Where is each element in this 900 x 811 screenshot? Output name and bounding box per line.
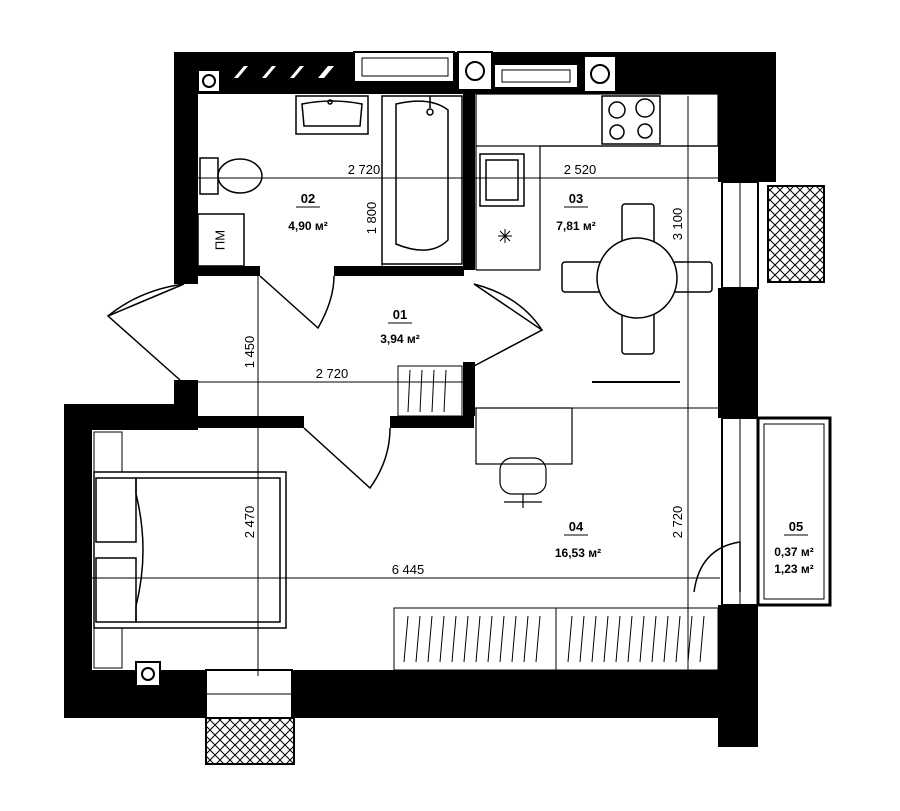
right-windows <box>205 181 759 719</box>
ac-platform-bottom <box>205 717 295 765</box>
dim-kitchen-width: 2 520 <box>564 162 597 177</box>
room-area: 4,90 м² <box>288 219 328 233</box>
fridge-marker <box>498 229 512 243</box>
dimension-lines <box>90 96 722 676</box>
room-number: 01 <box>393 307 407 322</box>
room-number: 03 <box>569 191 583 206</box>
desk <box>475 407 573 508</box>
dim-bath-depth: 1 800 <box>364 202 379 235</box>
room-label-04: 04 16,53 м² <box>555 519 601 560</box>
vent-shafts <box>135 51 617 687</box>
nightstand <box>93 627 123 669</box>
room-label-03: 03 7,81 м² <box>556 191 596 233</box>
dim-bath-width: 2 720 <box>348 162 381 177</box>
electrical-panel-label: ПМ <box>212 230 227 250</box>
bed <box>93 471 287 629</box>
stove <box>601 95 661 145</box>
nightstand <box>93 431 123 473</box>
room-area-secondary: 1,23 м² <box>774 562 814 576</box>
ac-platform-right <box>767 185 825 283</box>
room-area: 16,53 м² <box>555 546 601 560</box>
bathtub <box>381 95 463 265</box>
room-area: 3,94 м² <box>380 332 420 346</box>
bedroom-wardrobe <box>393 607 719 671</box>
balcony <box>756 416 832 607</box>
bathroom-sink <box>295 95 369 135</box>
dim-hall-width: 2 720 <box>316 366 349 381</box>
dim-hall-depth: 1 450 <box>242 336 257 369</box>
electrical-panel: ПМ <box>197 213 245 267</box>
doors <box>106 275 741 593</box>
room-label-05: 05 0,37 м² 1,23 м² <box>774 519 814 576</box>
room-label-01: 01 3,94 м² <box>380 307 420 346</box>
dim-bedroom-depth-right: 2 720 <box>670 506 685 539</box>
hall-wardrobe <box>397 365 463 417</box>
dim-bedroom-width: 6 445 <box>392 562 425 577</box>
kitchen-sink <box>479 153 525 207</box>
dim-kitchen-depth: 3 100 <box>670 208 685 241</box>
room-label-02: 02 4,90 м² <box>288 191 328 233</box>
top-window-frames <box>353 51 579 89</box>
room-number: 04 <box>569 519 584 534</box>
kitchen-counter <box>475 93 719 271</box>
room-area: 0,37 м² <box>774 545 814 559</box>
toilet <box>199 157 263 195</box>
dining-table <box>561 203 713 355</box>
dim-bedroom-depth: 2 470 <box>242 506 257 539</box>
wall-markers <box>234 66 334 78</box>
walls <box>64 52 776 747</box>
room-area: 7,81 м² <box>556 219 596 233</box>
room-number: 02 <box>301 191 315 206</box>
room-number: 05 <box>789 519 803 534</box>
